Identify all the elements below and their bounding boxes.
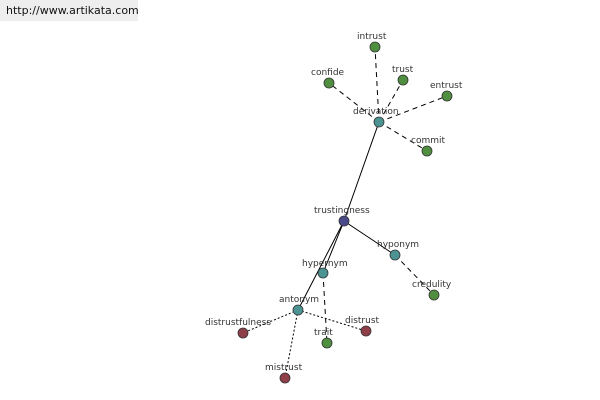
graph-nodes: trustingness derivation hyponym hypernym ant… — [205, 32, 463, 384]
edge-antonym-mistrust — [284, 309, 299, 379]
node-trustingness[interactable]: trustingness — [314, 206, 370, 227]
node-hypernym[interactable]: hypernym — [302, 259, 348, 279]
node-label-confide: confide — [311, 68, 345, 78]
node-label-entrust: entrust — [430, 81, 463, 91]
edge-derivation-commit — [378, 121, 428, 152]
edge-trustingness-hypernym — [322, 220, 345, 274]
node-label-derivation: derivation — [353, 107, 399, 117]
node-commit[interactable]: commit — [411, 136, 445, 157]
edge-derivation-trust — [378, 79, 404, 123]
node-label-credulity: credulity — [412, 280, 452, 290]
node-hyponym[interactable]: hyponym — [377, 240, 419, 261]
node-label-hyponym: hyponym — [377, 240, 419, 250]
node-dot-entrust[interactable] — [441, 90, 453, 102]
node-label-distrustfulness: distrustfulness — [205, 318, 271, 328]
node-trust[interactable]: trust — [392, 65, 414, 86]
node-dot-credulity[interactable] — [428, 289, 440, 301]
node-label-trustingness: trustingness — [314, 206, 370, 216]
node-derivation[interactable]: derivation — [353, 107, 399, 128]
edge-trustingness-derivation — [343, 121, 380, 222]
edge-derivation-intrust — [374, 46, 380, 123]
node-dot-trustingness[interactable] — [338, 215, 350, 227]
node-label-commit: commit — [411, 136, 445, 146]
node-label-trait: trait — [314, 328, 333, 338]
node-label-mistrust: mistrust — [265, 363, 303, 373]
edge-trustingness-hyponym — [343, 220, 396, 256]
node-dot-commit[interactable] — [421, 145, 433, 157]
node-dot-confide[interactable] — [323, 77, 335, 89]
edge-hyponym-credulity — [394, 254, 435, 296]
node-label-intrust: intrust — [357, 32, 387, 42]
site-url[interactable]: http://www.artikata.com — [0, 0, 139, 21]
edge-derivation-confide — [328, 82, 380, 123]
node-dot-derivation[interactable] — [373, 116, 385, 128]
edge-derivation-entrust — [378, 95, 448, 123]
node-dot-distrustfulness[interactable] — [237, 327, 249, 339]
node-dot-hypernym[interactable] — [317, 267, 329, 279]
node-dot-mistrust[interactable] — [279, 372, 291, 384]
node-antonym[interactable]: antonym — [279, 295, 319, 316]
node-trait[interactable]: trait — [314, 328, 333, 349]
node-confide[interactable]: confide — [311, 68, 345, 89]
node-dot-trust[interactable] — [397, 74, 409, 86]
node-dot-trait[interactable] — [321, 337, 333, 349]
node-distrust[interactable]: distrust — [345, 316, 380, 337]
node-label-antonym: antonym — [279, 295, 319, 305]
node-dot-antonym[interactable] — [292, 304, 304, 316]
node-dot-hyponym[interactable] — [389, 249, 401, 261]
node-dot-distrust[interactable] — [360, 325, 372, 337]
node-label-trust: trust — [392, 65, 414, 75]
node-entrust[interactable]: entrust — [430, 81, 463, 102]
node-distrustfulness[interactable]: distrustfulness — [205, 318, 271, 339]
node-dot-intrust[interactable] — [369, 41, 381, 53]
node-label-distrust: distrust — [345, 316, 380, 326]
graph-edges — [242, 46, 448, 379]
node-label-hypernym: hypernym — [302, 259, 348, 269]
edge-trustingness-antonym — [297, 220, 345, 311]
node-mistrust[interactable]: mistrust — [265, 363, 303, 384]
edge-hypernym-trait — [322, 272, 328, 344]
node-intrust[interactable]: intrust — [357, 32, 387, 53]
edge-antonym-distrustfulness — [242, 309, 299, 334]
node-credulity[interactable]: credulity — [412, 280, 452, 301]
